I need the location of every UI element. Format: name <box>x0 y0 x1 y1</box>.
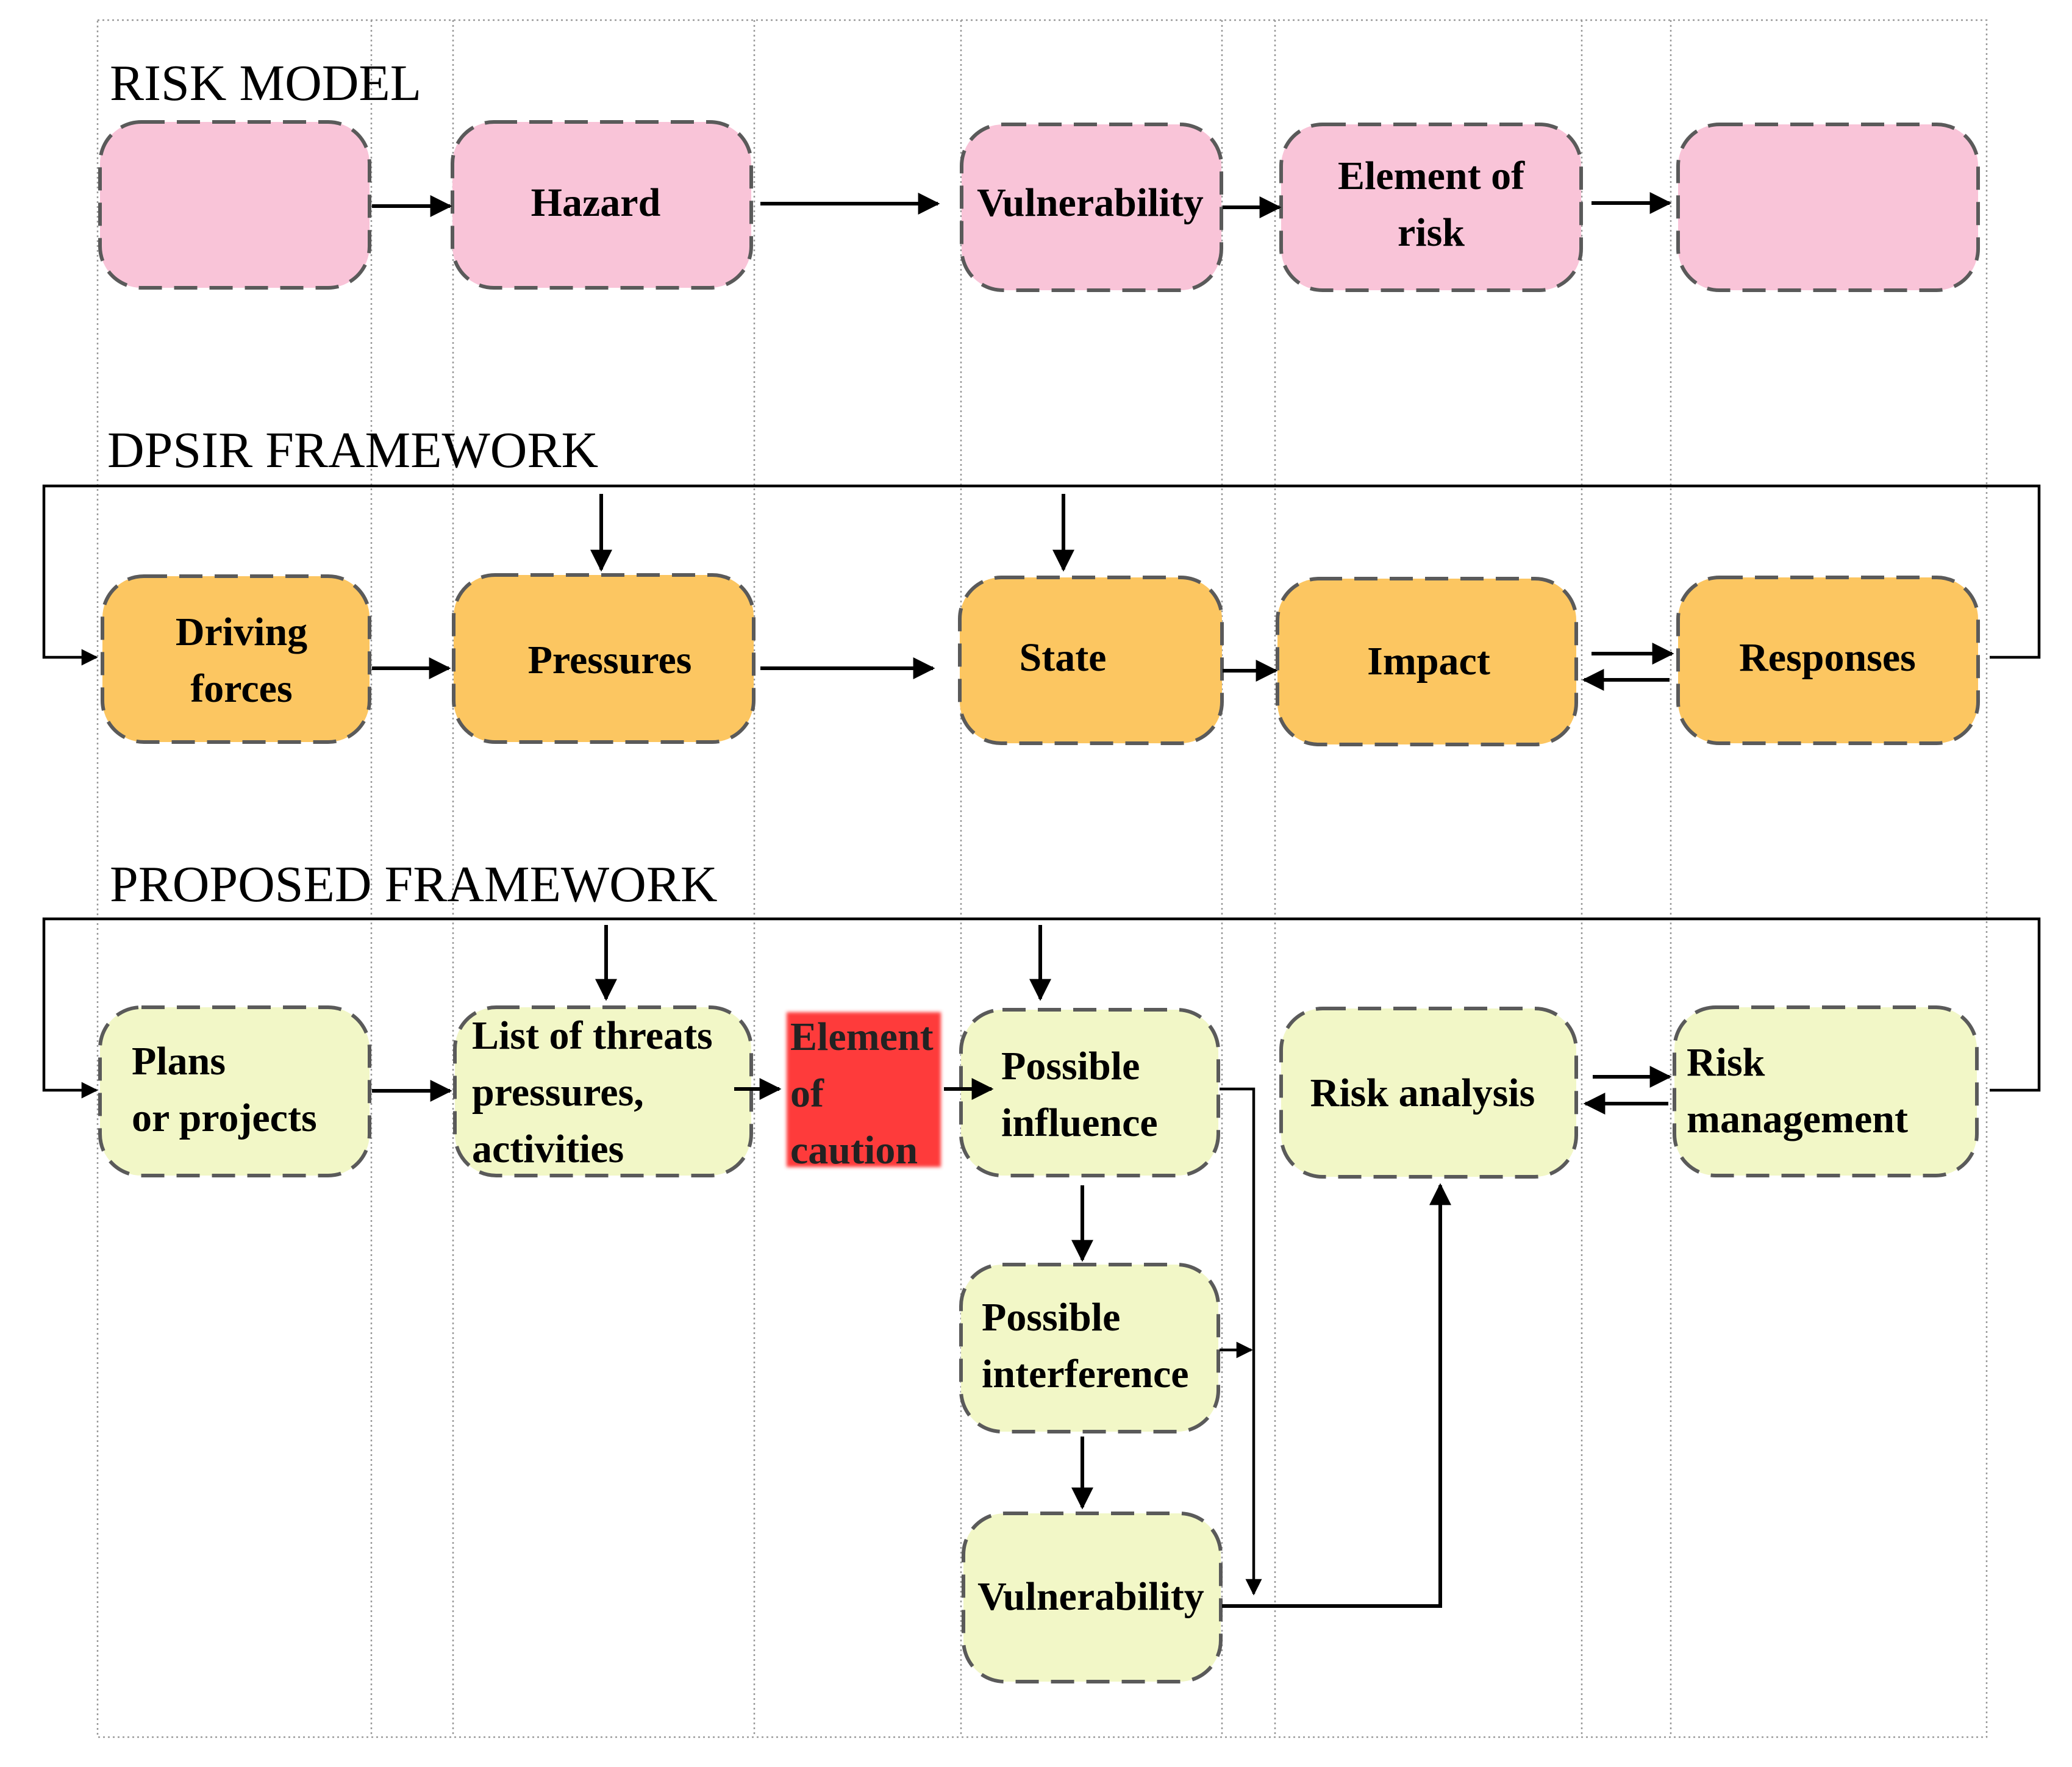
possible-influence-label-line: Possible <box>1001 1044 1140 1088</box>
possible-influence-label-line: influence <box>1001 1101 1158 1145</box>
vulnerability-label: Vulnerability <box>977 180 1204 225</box>
state-box <box>958 576 1224 745</box>
column-gridlines <box>96 19 1988 1738</box>
plans-or-projects-box <box>98 1005 371 1177</box>
possible-interference-label: Possible interference <box>982 1295 1189 1396</box>
list-of-threats-box <box>453 1005 753 1177</box>
hazard-label-line: Hazard <box>531 180 661 225</box>
driving-forces-label: Driving forces <box>176 610 307 711</box>
state-label-line: State <box>1020 635 1107 680</box>
driving-forces-label-line: Driving <box>176 610 307 654</box>
element-of-caution-box <box>787 1012 941 1167</box>
risk-analysis-label-line: Risk analysis <box>1310 1071 1535 1115</box>
element-of-risk-label-line: Element of <box>1338 154 1525 198</box>
section-title-dpsir: DPSIR FRAMEWORK <box>107 422 598 479</box>
list-of-threats-label-line: pressures, <box>472 1070 644 1115</box>
plans-or-projects-label-line: or projects <box>132 1096 317 1140</box>
section-title-proposed: PROPOSED FRAMEWORK <box>110 856 718 913</box>
impact-label: Impact <box>1367 639 1490 684</box>
proposed-feedback-loop <box>42 917 2041 1099</box>
arrow-pf-vulnerability-risk-analysis <box>1222 1183 1451 1608</box>
risk-model-box-end <box>1676 123 1980 292</box>
element-of-risk-label-line: risk <box>1398 210 1465 255</box>
pressures-box <box>452 573 756 744</box>
vulnerability-box <box>960 123 1223 292</box>
element-of-caution-label: Element of caution <box>790 1015 934 1173</box>
state-label: State <box>1020 635 1107 680</box>
possible-interference-label-line: Possible <box>982 1295 1120 1340</box>
vulnerability-box-proposed <box>962 1512 1223 1683</box>
element-of-caution-label-line: of <box>790 1071 824 1116</box>
risk-management-label: Risk management <box>1687 1040 1908 1141</box>
element-of-caution-label-line: Element <box>790 1015 934 1059</box>
hazard-box <box>451 120 753 290</box>
possible-interference-label-line: interference <box>982 1352 1189 1396</box>
vulnerability-label-proposed-line: Vulnerability <box>977 1574 1204 1619</box>
risk-analysis-box <box>1279 1007 1578 1179</box>
list-of-threats-label-line: activities <box>472 1127 624 1171</box>
element-of-caution-label-line: caution <box>790 1128 918 1173</box>
responses-label: Responses <box>1739 635 1916 680</box>
list-of-threats-label: List of threats pressures, activities <box>472 1013 713 1171</box>
driving-forces-label-line: forces <box>190 666 292 711</box>
section-title-risk-model: RISK MODEL <box>110 55 421 112</box>
arrow-pf-influence-bus <box>1220 1087 1262 1596</box>
possible-influence-box <box>959 1008 1220 1177</box>
responses-box <box>1676 576 1980 745</box>
risk-management-box <box>1673 1005 1979 1177</box>
dpsir-row: Driving forces Pressures State Impact Res… <box>42 484 2041 746</box>
proposed-row: Plans or projects List of threats pressure… <box>42 917 2041 1683</box>
impact-label-line: Impact <box>1367 639 1490 684</box>
risk-model-box-start <box>98 120 371 290</box>
element-of-risk-box <box>1279 123 1583 292</box>
dpsir-feedback-loop <box>42 484 2041 666</box>
possible-influence-label: Possible influence <box>1001 1044 1158 1145</box>
responses-label-line: Responses <box>1739 635 1916 680</box>
risk-management-label-line: Risk <box>1687 1040 1765 1085</box>
vulnerability-label-line: Vulnerability <box>977 180 1204 225</box>
pressures-label-line: Pressures <box>528 638 692 682</box>
hazard-label: Hazard <box>531 180 661 225</box>
risk-model-row: Hazard Vulnerability Element of risk <box>98 120 1980 292</box>
plans-or-projects-label: Plans or projects <box>132 1039 317 1140</box>
vulnerability-label-proposed: Vulnerability <box>977 1574 1204 1619</box>
list-of-threats-label-line: List of threats <box>472 1013 713 1058</box>
pressures-label: Pressures <box>528 638 692 682</box>
possible-interference-box <box>959 1263 1220 1433</box>
risk-management-label-line: management <box>1687 1097 1908 1141</box>
risk-analysis-label: Risk analysis <box>1310 1071 1535 1115</box>
plans-or-projects-label-line: Plans <box>132 1039 226 1083</box>
element-of-risk-label: Element of risk <box>1338 154 1525 255</box>
driving-forces-box <box>101 574 371 744</box>
